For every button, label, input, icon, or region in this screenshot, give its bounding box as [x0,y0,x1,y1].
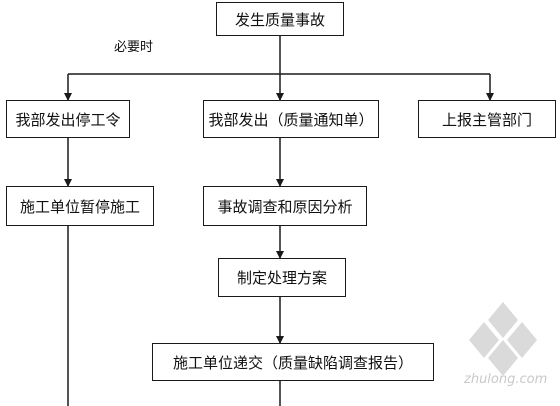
node-submit-report-label: 施工单位递交（质量缺陷调查报告） [172,353,413,372]
node-treatment-plan: 制定处理方案 [218,258,346,297]
node-suspend-construction-label: 施工单位暂停施工 [19,197,140,216]
node-investigation-label: 事故调查和原因分析 [217,197,353,216]
annotation-when-necessary: 必要时 [114,40,154,55]
watermark-text: zhulong.com [464,372,548,387]
node-report-upper: 上报主管部门 [418,100,556,138]
node-report-upper-label: 上报主管部门 [441,110,532,129]
node-suspend-construction: 施工单位暂停施工 [6,186,154,226]
node-investigation: 事故调查和原因分析 [203,186,367,226]
node-stop-order: 我部发出停工令 [6,100,130,138]
node-quality-accident-label: 发生质量事故 [234,10,325,29]
watermark-logo-icon [469,302,537,376]
node-stop-order-label: 我部发出停工令 [15,110,121,129]
node-treatment-plan-label: 制定处理方案 [236,269,327,287]
node-quality-notice-label: 我部发出（质量通知单） [208,110,374,129]
node-quality-accident: 发生质量事故 [216,2,344,36]
node-quality-notice: 我部发出（质量通知单） [203,100,379,138]
node-submit-report: 施工单位递交（质量缺陷调查报告） [152,343,434,381]
